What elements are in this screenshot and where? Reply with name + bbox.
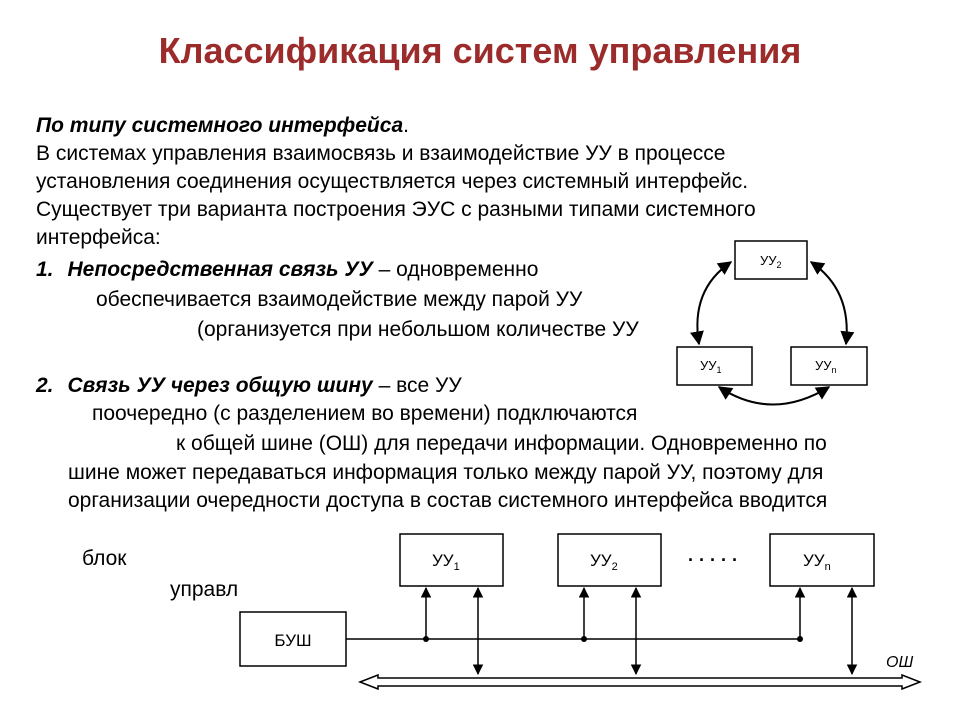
- bus-unit-1-label: УУ1: [432, 551, 460, 573]
- bus-unit-n-label: УУn: [803, 551, 831, 573]
- tail-line-1: блок: [82, 547, 127, 570]
- arc-top-left: [690, 261, 733, 346]
- bus-unit-n-box: [769, 533, 875, 587]
- section-heading: По типу системного интерфейса.: [36, 112, 409, 140]
- item-2-line-5: организации очередности доступа в состав…: [68, 489, 828, 512]
- bus-controller-box: [239, 611, 347, 667]
- item-2-line-2: поочередно (с разделением во времени) по…: [92, 402, 638, 425]
- intro-line-1: В системах управления взаимосвязь и взаи…: [36, 142, 726, 165]
- intro-line-4: интерфейса:: [36, 226, 161, 249]
- common-bus-diagram: УУ1 УУ2 УУn · · · · · БУШ ОШ: [239, 533, 923, 691]
- item-2-number: 2.: [36, 374, 54, 397]
- bus-label: ОШ: [886, 654, 913, 671]
- node-top-label: УУ2: [760, 253, 782, 270]
- bus-unit-2-box: [557, 533, 662, 587]
- item-1-bold: Непосредственная связь УУ: [67, 258, 373, 281]
- item-2-line-3: к общей шине (ОШ) для передачи информаци…: [176, 432, 827, 455]
- common-bus-arrow: [357, 673, 923, 691]
- bus-unit-1-box: [399, 533, 504, 587]
- item-2-rest: – все УУ: [372, 374, 462, 397]
- item-2-line-4: шине может передаваться информация тольк…: [68, 461, 824, 484]
- direct-connection-diagram: УУ2 УУ1 УУn: [676, 240, 868, 406]
- bus-ellipsis: · · · · ·: [688, 550, 738, 570]
- bus-controller-label: БУШ: [274, 631, 311, 650]
- slide-title: Классификация систем управления: [158, 30, 802, 71]
- item-1-line-2: обеспечивается взаимодействие между паро…: [96, 288, 583, 311]
- item-1-line-3: (организуется при небольшом количестве У…: [197, 318, 639, 341]
- node-top-box: [734, 240, 808, 280]
- intro-line-2: установления соединения осуществляется ч…: [36, 170, 749, 193]
- arc-bottom: [717, 386, 831, 406]
- intro-line-3: Существует три варианта построения ЭУС с…: [36, 198, 756, 221]
- arc-top-right: [809, 261, 855, 346]
- section-heading-bold: По типу системного интерфейса: [36, 114, 404, 137]
- node-left-label: УУ1: [700, 358, 722, 375]
- node-left-box: [676, 346, 753, 386]
- bus-unit-2-label: УУ2: [590, 551, 618, 573]
- tail-line-2: управления: [170, 578, 238, 601]
- node-right-label: УУn: [815, 358, 837, 375]
- item-2-line-1: 2. Связь УУ через общую шину – все УУ: [36, 372, 462, 400]
- item-1-line-1: 1. Непосредственная связь УУ – одновремен…: [36, 256, 538, 284]
- item-1-number: 1.: [36, 258, 54, 281]
- section-heading-end: .: [403, 114, 409, 137]
- node-right-box: [790, 346, 868, 386]
- item-2-bold: Связь УУ через общую шину: [67, 374, 373, 397]
- item-1-rest: – одновременно: [372, 258, 539, 281]
